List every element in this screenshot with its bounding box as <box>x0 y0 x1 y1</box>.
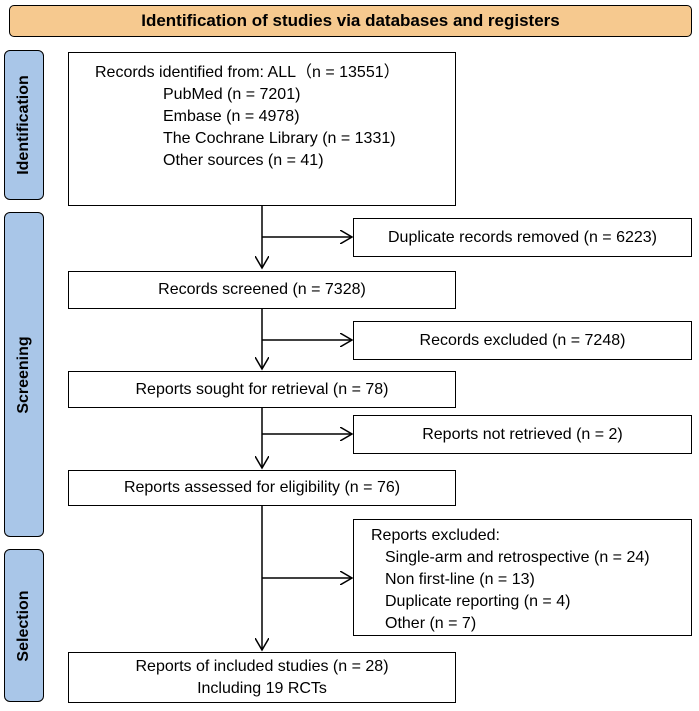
duplicates-removed-label: Duplicate records removed (n = 6223) <box>387 228 658 246</box>
source-embase: Embase (n = 4978) <box>163 108 300 125</box>
duplicates-removed-box: Duplicate records removed (n = 6223) <box>353 218 692 257</box>
included-studies-label: Reports of included studies (n = 28) <box>135 657 389 675</box>
phase-selection-label: Selection <box>15 589 32 662</box>
source-other: Other sources (n = 41) <box>163 152 324 169</box>
reports-sought-label: Reports sought for retrieval (n = 78) <box>135 380 389 398</box>
reports-assessed-label: Reports assessed for eligibility (n = 76… <box>123 479 401 496</box>
phase-selection: Selection <box>4 549 44 702</box>
phase-identification-label: Identification <box>15 75 32 175</box>
source-cochrane: The Cochrane Library (n = 1331) <box>163 130 396 147</box>
header-title: Identification of studies via databases … <box>141 11 560 30</box>
excluded-reason-single-arm: Single-arm and retrospective (n = 24) <box>385 549 650 566</box>
records-screened-label: Records screened (n = 7328) <box>158 281 366 298</box>
excluded-reason-other: Other (n = 7) <box>385 615 477 632</box>
excluded-reason-duplicate: Duplicate reporting (n = 4) <box>385 593 571 610</box>
records-excluded-label: Records excluded (n = 7248) <box>419 331 626 349</box>
reports-excluded-title: Reports excluded: <box>371 527 500 544</box>
phase-identification: Identification <box>4 50 44 200</box>
records-identified-title: Records identified from: ALL（n = 13551） <box>95 64 400 81</box>
reports-sought-box: Reports sought for retrieval (n = 78) <box>68 371 456 408</box>
records-identified-box: Records identified from: ALL（n = 13551） … <box>68 52 456 206</box>
reports-excluded-box: Reports excluded: Single-arm and retrosp… <box>353 519 692 636</box>
not-retrieved-box: Reports not retrieved (n = 2) <box>353 415 692 454</box>
source-pubmed: PubMed (n = 7201) <box>163 86 301 103</box>
phase-screening: Screening <box>4 212 44 537</box>
included-rcts-label: Including 19 RCTs <box>197 679 327 697</box>
phase-screening-label: Screening <box>15 335 32 414</box>
not-retrieved-label: Reports not retrieved (n = 2) <box>422 425 623 443</box>
header-banner: Identification of studies via databases … <box>9 5 692 37</box>
records-screened-box: Records screened (n = 7328) <box>68 271 456 309</box>
excluded-reason-non-first-line: Non first-line (n = 13) <box>385 571 535 588</box>
included-studies-box: Reports of included studies (n = 28) Inc… <box>68 652 456 703</box>
reports-assessed-box: Reports assessed for eligibility (n = 76… <box>68 470 456 506</box>
records-excluded-box: Records excluded (n = 7248) <box>353 321 692 360</box>
